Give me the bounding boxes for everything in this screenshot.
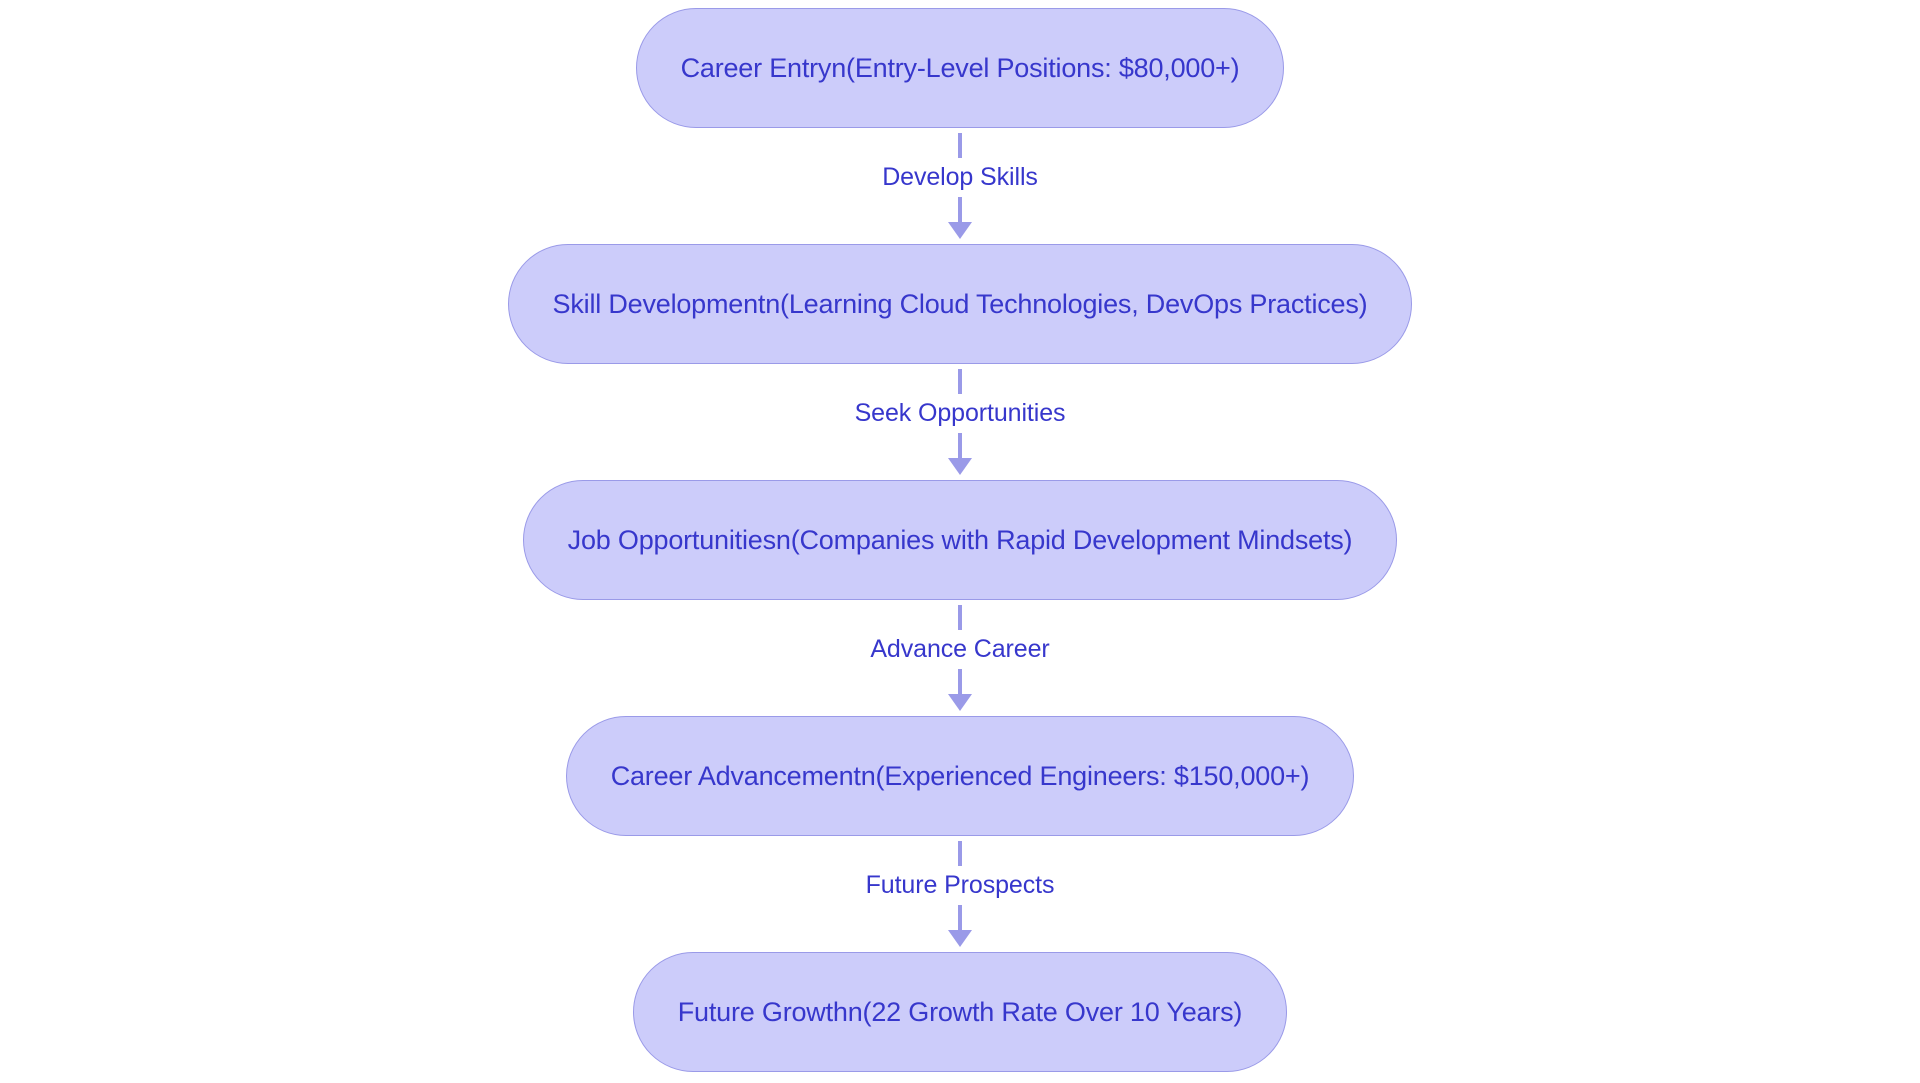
node-label: Future Growthn(22 Growth Rate Over 10 Ye…	[677, 996, 1243, 1027]
node-career-entry[interactable]: Career Entryn(Entry-Level Positions: $80…	[635, 8, 1285, 128]
edge-develop-skills: Develop Skills	[872, 128, 1048, 244]
edge-label-future-prospects: Future Prospects	[855, 866, 1065, 905]
node-label: Job Opportunitiesn(Companies with Rapid …	[567, 524, 1353, 555]
edge-seek-opportunities: Seek Opportunities	[844, 364, 1076, 480]
edge-label-advance-career: Advance Career	[860, 630, 1060, 669]
edge-line	[957, 133, 962, 158]
node-skill-development[interactable]: Skill Developmentn(Learning Cloud Techno…	[507, 244, 1413, 364]
arrow-head-icon	[947, 694, 972, 711]
edge-line	[957, 197, 962, 222]
arrow-head-icon	[947, 458, 972, 475]
arrow-head-icon	[947, 930, 972, 947]
edge-line	[957, 605, 962, 630]
node-label: Career Entryn(Entry-Level Positions: $80…	[680, 52, 1240, 83]
node-label: Skill Developmentn(Learning Cloud Techno…	[552, 288, 1368, 319]
edge-line	[957, 369, 962, 394]
edge-label-develop-skills: Develop Skills	[872, 158, 1048, 197]
edge-future-prospects: Future Prospects	[855, 836, 1065, 952]
node-career-advancement[interactable]: Career Advancementn(Experienced Engineer…	[565, 716, 1355, 836]
edge-line	[957, 433, 962, 458]
node-future-growth[interactable]: Future Growthn(22 Growth Rate Over 10 Ye…	[632, 952, 1288, 1072]
node-label: Career Advancementn(Experienced Engineer…	[610, 760, 1310, 791]
edge-label-seek-opportunities: Seek Opportunities	[844, 394, 1076, 433]
edge-line	[957, 841, 962, 866]
edge-line	[957, 669, 962, 694]
edge-line	[957, 905, 962, 930]
node-job-opportunities[interactable]: Job Opportunitiesn(Companies with Rapid …	[522, 480, 1398, 600]
edge-advance-career: Advance Career	[860, 600, 1060, 716]
arrow-head-icon	[947, 222, 972, 239]
